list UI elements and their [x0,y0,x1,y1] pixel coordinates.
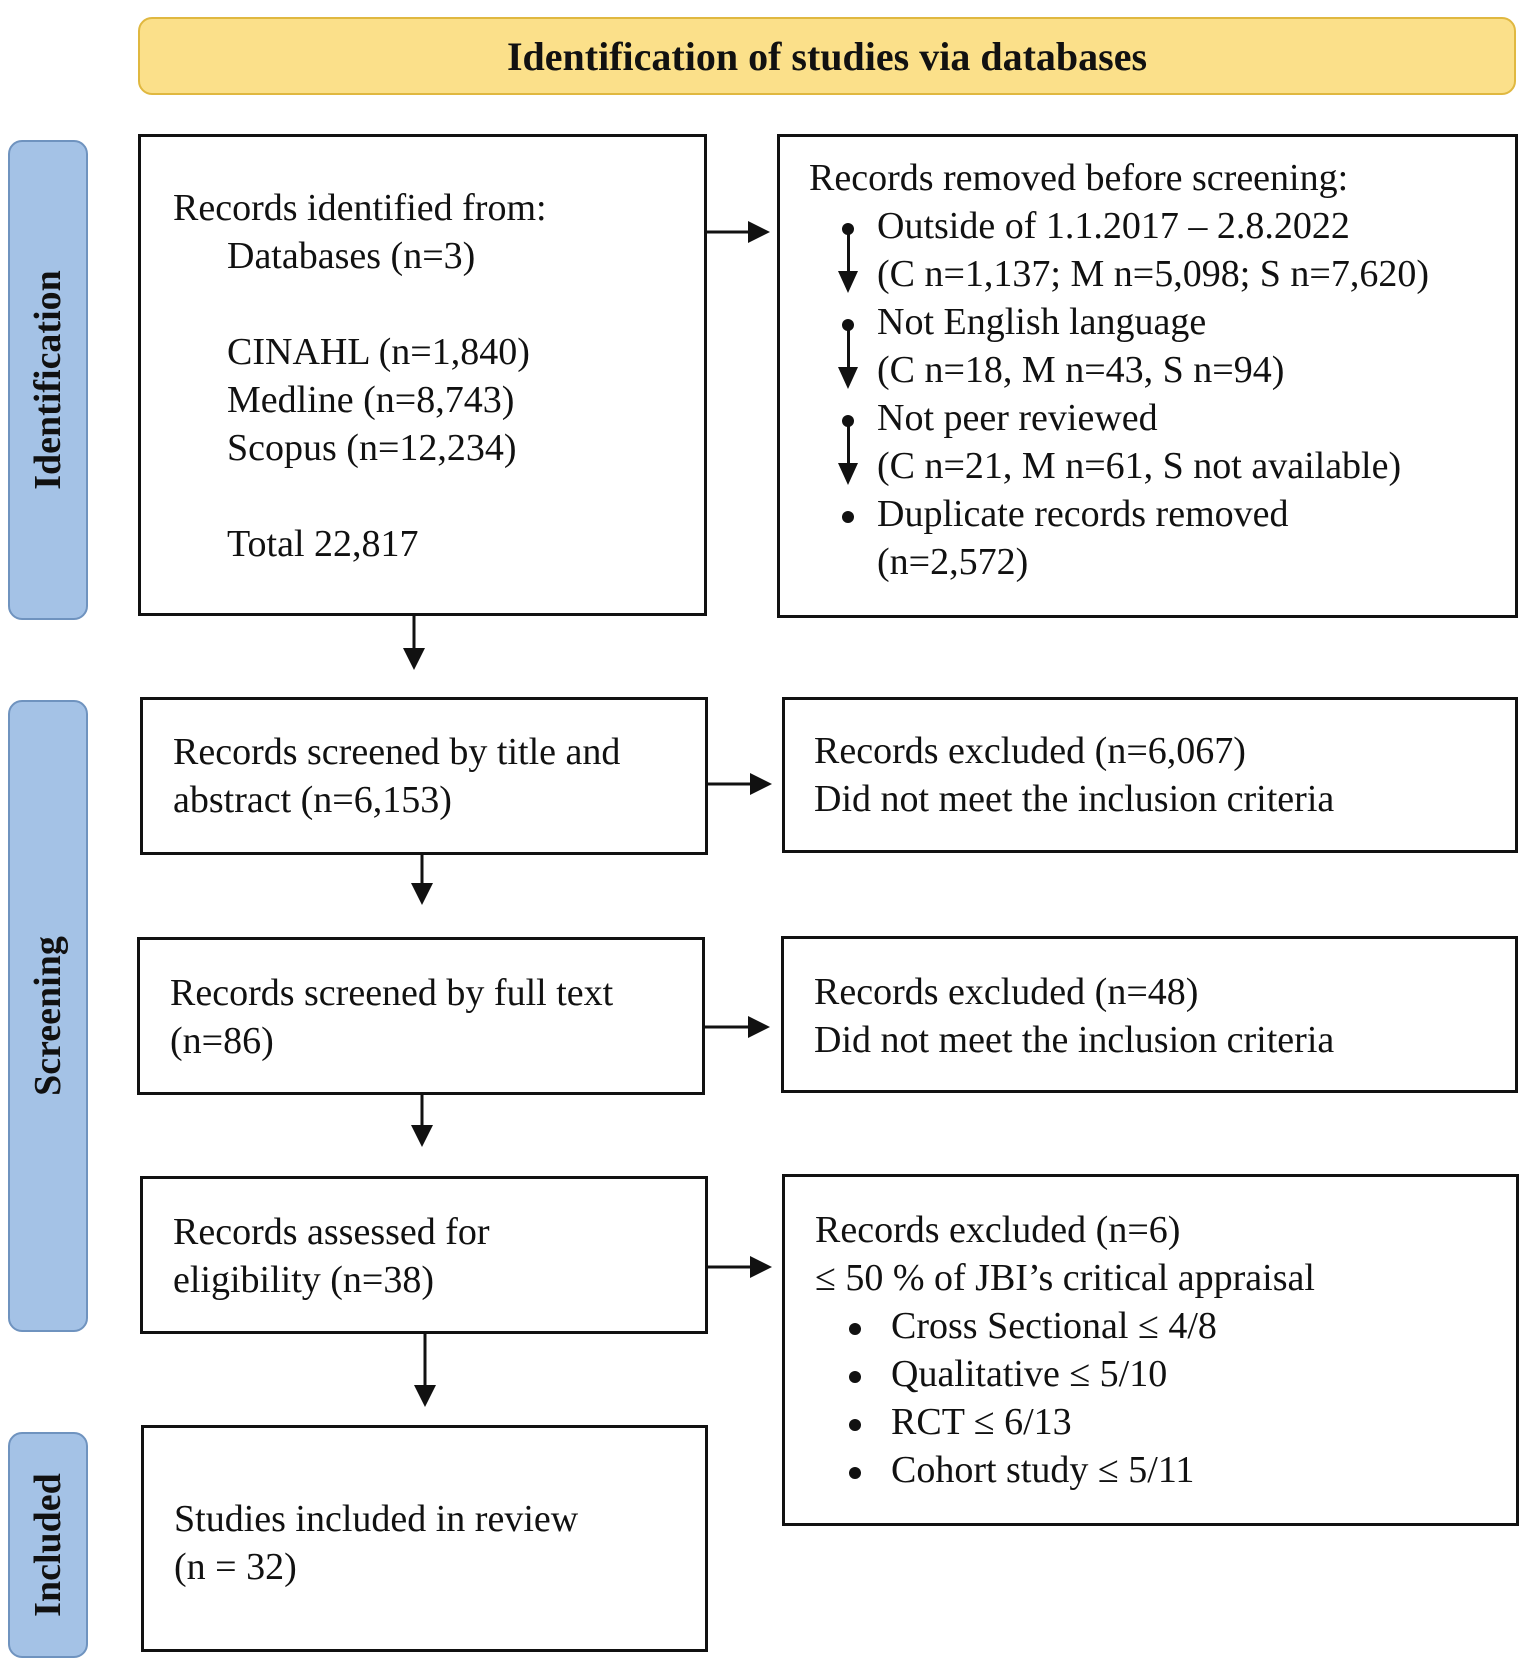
screened-title-line2: abstract (n=6,153) [173,779,452,821]
arrow-down-icon [414,1334,436,1407]
included-studies-box: Studies included in review (n = 32) [141,1425,708,1652]
arrow-down-icon [411,1095,433,1147]
removed-item-detail: (C n=1,137; M n=5,098; S n=7,620) [877,253,1429,295]
screened-title-line1: Records screened by title and [173,731,621,773]
appraisal-item-label: RCT ≤ 6/13 [891,1401,1072,1443]
identified-title: Records identified from: [173,187,547,229]
appraisal-item: Qualitative ≤ 5/10 [815,1350,1516,1398]
screened-full-line2: (n=86) [170,1020,274,1062]
records-identified-box: Records identified from: Databases (n=3)… [138,134,707,616]
appraisal-item-label: Cohort study ≤ 5/11 [891,1449,1195,1491]
appraisal-item-label: Qualitative ≤ 5/10 [891,1353,1168,1395]
appraisal-item: Cohort study ≤ 5/11 [815,1446,1516,1494]
removed-item-duplicates: Duplicate records removed (n=2,572) [809,490,1515,586]
removed-item-line: Not English language [877,301,1207,343]
arrow-down-icon [411,855,433,905]
bullet-icon [815,1302,891,1350]
bullet-icon [809,490,877,586]
removed-item-language: Not English language (C n=18, M n=43, S … [809,298,1515,394]
header-title: Identification of studies via databases [506,33,1148,79]
identification-header: Identification of studies via databases [138,17,1516,95]
removed-item-detail: (n=2,572) [877,541,1029,583]
phase-identification: Identification [8,140,88,620]
removed-title: Records removed before screening: [809,157,1349,199]
bullet-icon [815,1446,891,1494]
screened-full-line1: Records screened by full text [170,972,614,1014]
removed-item-line: Not peer reviewed [877,397,1158,439]
bullet-arrow-icon [809,298,877,394]
identified-scopus: Scopus (n=12,234) [227,427,517,469]
identified-databases: Databases (n=3) [227,235,476,277]
eligibility-line1: Records assessed for [173,1211,490,1253]
records-removed-box: Records removed before screening: Outsid… [777,134,1518,618]
phase-included: Included [8,1432,88,1658]
eligibility-line2: eligibility (n=38) [173,1259,435,1301]
excluded-title-line2: Did not meet the inclusion criteria [814,778,1335,820]
arrow-right-icon [707,221,770,243]
bullet-arrow-icon [809,394,877,490]
appraisal-item: Cross Sectional ≤ 4/8 [815,1302,1516,1350]
identified-cinahl: CINAHL (n=1,840) [227,331,530,373]
identified-medline: Medline (n=8,743) [227,379,515,421]
phase-screening: Screening [8,700,88,1332]
identified-total: Total 22,817 [227,523,419,565]
removed-item-date: Outside of 1.1.2017 – 2.8.2022 (C n=1,13… [809,202,1515,298]
removed-item-peer-review: Not peer reviewed (C n=21, M n=61, S not… [809,394,1515,490]
bullet-arrow-icon [809,202,877,298]
eligibility-box: Records assessed for eligibility (n=38) [140,1176,708,1334]
arrow-right-icon [708,773,772,795]
screened-full-text-box: Records screened by full text (n=86) [137,937,705,1095]
excluded-full-line1: Records excluded (n=48) [814,971,1199,1013]
excluded-eligibility-box: Records excluded (n=6) ≤ 50 % of JBI’s c… [782,1174,1519,1526]
appraisal-item: RCT ≤ 6/13 [815,1398,1516,1446]
arrow-down-icon [403,616,425,670]
included-line1: Studies included in review [174,1498,579,1540]
arrow-right-icon [708,1256,772,1278]
arrow-right-icon [705,1016,770,1038]
excluded-title-line1: Records excluded (n=6,067) [814,730,1246,772]
excluded-full-text-box: Records excluded (n=48) Did not meet the… [781,936,1518,1093]
excluded-full-line2: Did not meet the inclusion criteria [814,1019,1335,1061]
excluded-eligibility-line2: ≤ 50 % of JBI’s critical appraisal [815,1257,1315,1299]
removed-item-line: Outside of 1.1.2017 – 2.8.2022 [877,205,1350,247]
appraisal-item-label: Cross Sectional ≤ 4/8 [891,1305,1217,1347]
included-line2: (n = 32) [174,1546,297,1588]
removed-item-line: Duplicate records removed [877,493,1289,535]
excluded-title-abstract-box: Records excluded (n=6,067) Did not meet … [782,697,1518,853]
removed-item-detail: (C n=21, M n=61, S not available) [877,445,1402,487]
removed-item-detail: (C n=18, M n=43, S n=94) [877,349,1285,391]
screened-title-abstract-box: Records screened by title and abstract (… [140,697,708,855]
bullet-icon [815,1350,891,1398]
excluded-eligibility-line1: Records excluded (n=6) [815,1209,1181,1251]
bullet-icon [815,1398,891,1446]
